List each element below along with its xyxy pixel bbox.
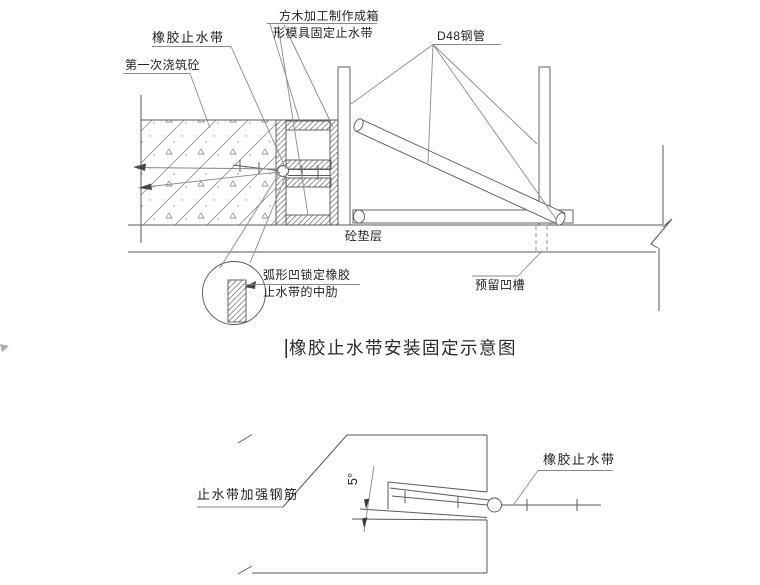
label-cushion: 砼垫层 xyxy=(345,228,383,243)
break-symbol xyxy=(650,218,673,249)
joint-arrow-line-lower xyxy=(140,171,280,188)
arrow-head-icon xyxy=(362,517,368,528)
label-steel-pipe: D48钢管 xyxy=(437,28,486,43)
wedge-upper-line xyxy=(359,508,488,518)
left-post-pipe xyxy=(337,66,351,226)
label-midrib-line1: 弧形凹锁定橡胶 xyxy=(263,267,351,282)
form-middle-lower-plank xyxy=(285,177,332,188)
label-reserved-groove: 预留凹槽 xyxy=(475,278,525,292)
break-tick-top xyxy=(237,434,253,444)
formwork-leader xyxy=(269,23,301,123)
band-center-bulb xyxy=(487,497,502,513)
midrib-detail-hatch xyxy=(227,279,247,323)
text-cursor xyxy=(285,339,287,358)
bottom-diagram: 5° 止水带加强钢筋 橡胶止水带 xyxy=(197,434,616,575)
form-right-plank xyxy=(329,119,339,226)
steel-pipe-leader xyxy=(350,44,434,105)
right-post-pipe xyxy=(538,66,551,226)
arrow-head-icon xyxy=(133,163,146,171)
label-formwork-line2: 形模具固定止水带 xyxy=(273,25,373,40)
notch-top-edge xyxy=(387,481,488,493)
concrete-section-hatch xyxy=(141,120,276,225)
waterstop-center-bulb xyxy=(277,165,289,177)
label-angle: 5° xyxy=(345,473,360,485)
steel-pipe-leader xyxy=(432,44,538,145)
form-bottom-plank xyxy=(285,214,331,226)
horizontal-pipe xyxy=(352,209,574,224)
steel-pipe-leader xyxy=(432,44,557,220)
arrow-head-icon xyxy=(244,281,256,289)
rubber-waterstop2-leader xyxy=(513,470,539,505)
joint-arrow-line-upper xyxy=(135,167,279,170)
band-centerline xyxy=(391,495,488,506)
label-formwork-line1: 方木加工制作成箱 xyxy=(279,8,379,23)
diagonal-pipe-bottom-cap xyxy=(555,212,566,226)
break-tick-bottom xyxy=(237,565,253,575)
formwork-leader xyxy=(283,24,334,128)
label-rubber-waterstop: 橡胶止水带 xyxy=(152,30,225,45)
label-first-pour: 第一次浇筑砼 xyxy=(125,57,200,72)
diagonal-pipe xyxy=(354,118,566,226)
arrow-head-icon xyxy=(138,183,152,190)
horizontal-pipe-end-cap xyxy=(353,209,365,224)
form-middle-upper-plank xyxy=(285,159,332,170)
arrow-head-icon xyxy=(364,498,370,509)
balloon-callout-line xyxy=(219,171,281,269)
rubber-waterstop-leader xyxy=(230,46,287,170)
form-top-plank xyxy=(285,120,331,131)
reserved-groove-leader xyxy=(517,250,543,277)
figure-title[interactable]: 橡胶止水带安装固定示意图 xyxy=(289,338,517,358)
label-midrib-line2: 止水带的中肋 xyxy=(263,284,338,299)
first-pour-leader xyxy=(189,73,211,129)
label-reinforcement: 止水带加强钢筋 xyxy=(197,487,299,502)
top-diagram: 橡胶止水带 方木加工制作成箱 形模具固定止水带 第一次浇筑砼 D48钢管 砼垫层… xyxy=(123,8,673,325)
diagonal-pipe-top-cap xyxy=(353,118,364,132)
wedge-lower-line xyxy=(351,518,488,521)
balloon-callout-line xyxy=(249,172,288,264)
margin-marker-icon xyxy=(0,344,9,352)
steel-pipe-leader xyxy=(427,44,434,164)
band-top-edge xyxy=(389,487,490,501)
formwork-leader xyxy=(277,24,309,216)
upper-block-chamfer xyxy=(282,434,348,508)
label-rubber-waterstop-bottom: 橡胶止水带 xyxy=(543,452,616,467)
